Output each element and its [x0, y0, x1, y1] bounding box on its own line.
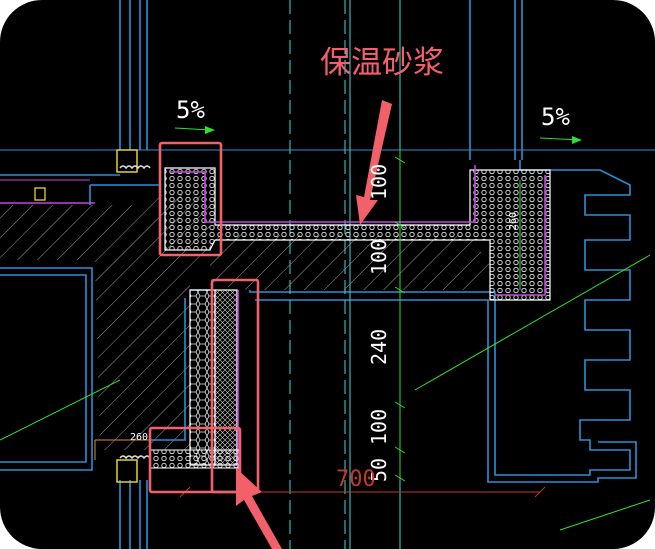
highlight-box-top-left [158, 141, 223, 257]
dim-240: 240 [367, 329, 391, 365]
dim-260-left: 260 [130, 432, 148, 443]
axis-lines [289, 0, 346, 549]
marker-symbol [34, 187, 46, 201]
dim-50: 50 [367, 458, 391, 482]
dimension-lines [0, 127, 651, 531]
dim-100-low: 100 [367, 409, 391, 445]
vertical-insulation [149, 289, 241, 470]
annotation-arrows [236, 100, 392, 549]
annotation-label: 保温砂浆 [320, 45, 444, 81]
arrow-down-icon [356, 100, 392, 225]
dim-100-top: 100 [367, 164, 391, 200]
dim-260-right: 260 [508, 212, 519, 230]
highlight-box-bottom [148, 426, 242, 494]
highlight-boxes [148, 141, 260, 494]
slope-label-right: 5% [541, 103, 570, 131]
dim-100-mid: 100 [367, 239, 391, 275]
arrow-up-icon [236, 468, 282, 549]
insulation-mortar-layer [0, 165, 551, 301]
dim-700: 700 [336, 467, 376, 492]
window-frames [116, 149, 151, 483]
slope-label-left: 5% [176, 96, 205, 124]
